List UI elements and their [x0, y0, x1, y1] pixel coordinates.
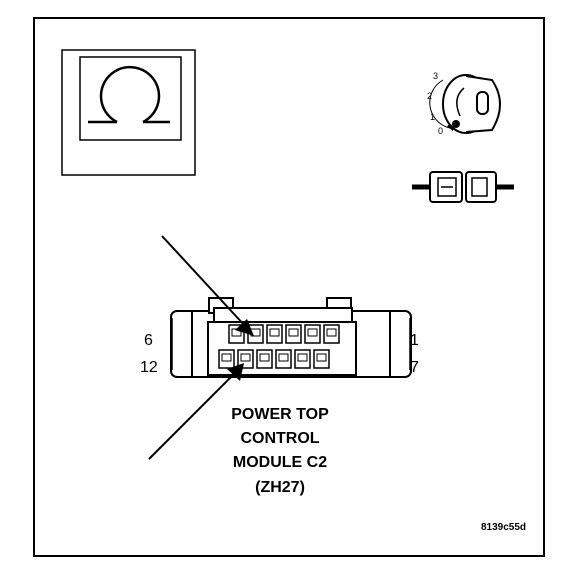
key-position-2: 2: [427, 91, 432, 101]
ignition-key-icon: 3 2 1 0: [427, 71, 501, 136]
pin-cavity: [218, 349, 235, 369]
pin-cavity: [294, 349, 311, 369]
caption-line-4: (ZH27): [255, 479, 305, 496]
pin-number-left-bottom: 12: [140, 359, 158, 376]
pin-number-right-bottom: 7: [410, 359, 419, 376]
pin-cavity: [275, 349, 292, 369]
key-position-1: 1: [430, 112, 435, 122]
caption-line-1: POWER TOP: [231, 406, 329, 423]
pin-cavity: [266, 324, 283, 344]
pin-cavity: [256, 349, 273, 369]
pin-cavity: [304, 324, 321, 344]
pin-cavity: [237, 349, 254, 369]
upper-pointer-arrow: [161, 235, 254, 336]
ohmmeter-omega-icon: [61, 49, 196, 176]
pin-cavities: [218, 324, 340, 369]
pin-cavity: [323, 324, 340, 344]
pin-cavity: [285, 324, 302, 344]
lower-pointer-arrow: [148, 363, 244, 460]
reference-number: 8139c55d: [481, 522, 526, 533]
key-position-0: 0: [438, 126, 443, 136]
disconnect-connector-icon: [412, 171, 514, 203]
key-position-3: 3: [433, 71, 438, 81]
pin-number-right-top: 1: [410, 332, 419, 349]
pin-number-left-top: 6: [144, 332, 153, 349]
caption-line-2: CONTROL: [240, 430, 319, 447]
caption-line-3: MODULE C2: [233, 454, 327, 471]
pin-cavity: [313, 349, 330, 369]
outer-frame: [33, 17, 545, 557]
